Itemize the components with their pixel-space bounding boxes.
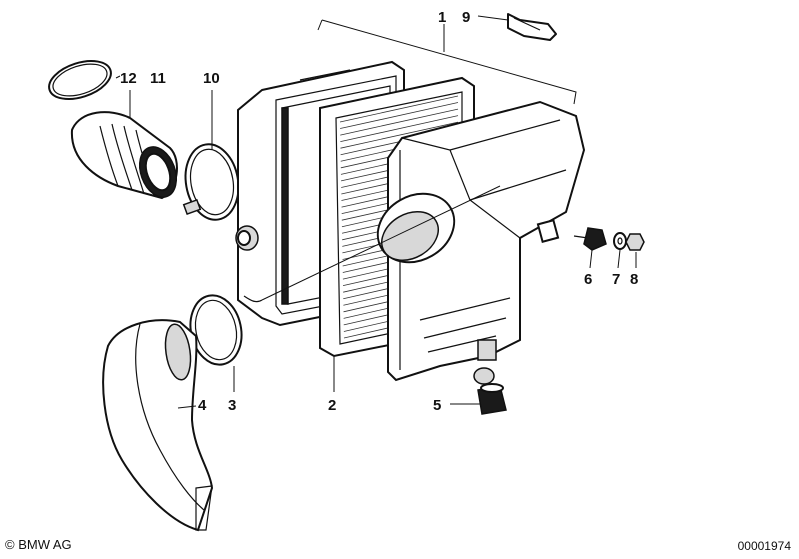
bolt-part-6 xyxy=(573,227,607,251)
part-label-5: 5 xyxy=(433,397,441,414)
leader-lines xyxy=(115,15,637,409)
housing-upper-half xyxy=(376,100,586,382)
clip-part-9 xyxy=(507,13,557,41)
washer-part-7 xyxy=(613,232,627,250)
part-labels: 1 2 3 4 5 6 7 8 9 10 11 12 xyxy=(120,9,638,414)
filter-pleat xyxy=(340,102,459,129)
part-label-8: 8 xyxy=(630,271,638,288)
nut-part-8 xyxy=(625,233,645,251)
part-label-12: 12 xyxy=(120,70,137,87)
filter-pleat xyxy=(339,95,459,123)
part-label-6: 6 xyxy=(584,271,592,288)
filter-pleat xyxy=(340,121,459,149)
part-label-11: 11 xyxy=(150,70,166,87)
document-number: 00001974 xyxy=(737,539,791,553)
part-label-7: 7 xyxy=(612,271,620,288)
rubber-mount-part-5 xyxy=(473,367,507,415)
filter-pleat xyxy=(340,108,459,136)
clamp-ring-part-10 xyxy=(182,143,240,221)
part-label-9: 9 xyxy=(462,9,470,26)
intake-duct-part-4 xyxy=(102,319,214,532)
filter-pleat xyxy=(340,115,459,143)
part-label-10: 10 xyxy=(203,70,220,87)
part-label-3: 3 xyxy=(228,397,236,414)
rubber-boot-part-11 xyxy=(70,111,178,200)
part-label-4: 4 xyxy=(198,397,207,414)
copyright-notice: © BMW AG xyxy=(5,537,72,552)
hose-clamp-part-12 xyxy=(48,60,112,100)
part-label-2: 2 xyxy=(328,397,336,414)
part-label-1: 1 xyxy=(438,9,446,26)
